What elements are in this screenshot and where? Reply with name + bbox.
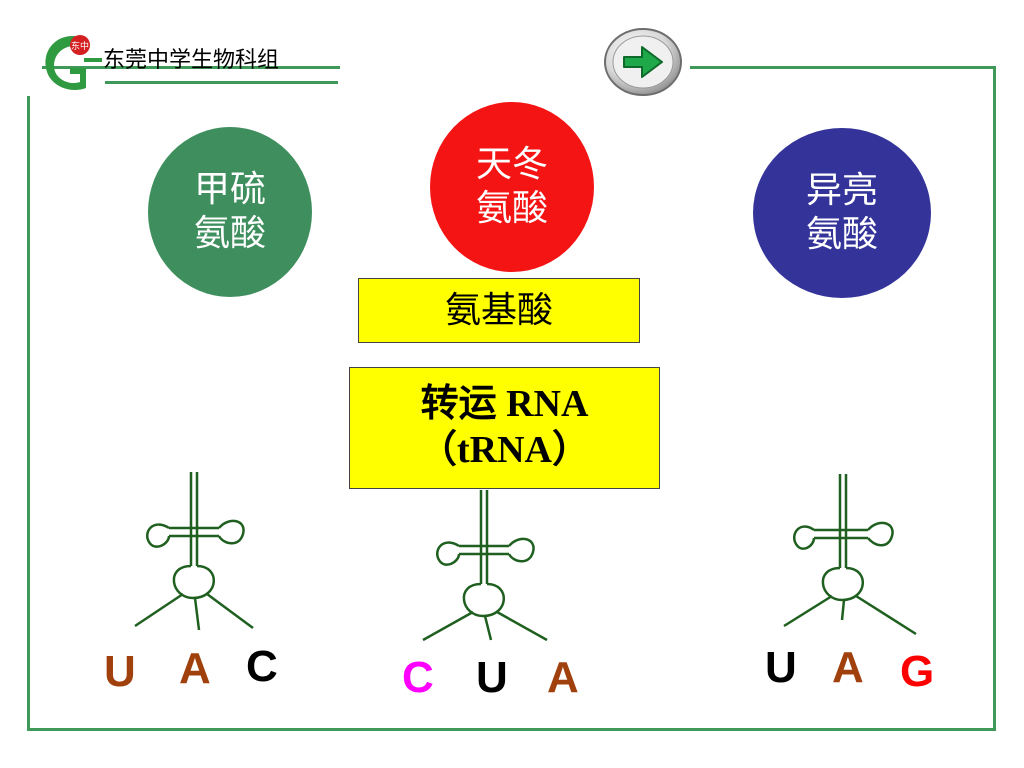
trna-diagram-2	[422, 490, 548, 642]
amino-acid-aspartic: 天冬 氨酸	[430, 102, 594, 272]
anticodon-1-base-2: A	[179, 644, 211, 693]
amino-acid-label-line1: 异亮	[805, 170, 878, 211]
amino-acid-methionine: 甲硫 氨酸	[148, 127, 312, 297]
amino-acid-isoleucine: 异亮 氨酸	[753, 128, 931, 298]
anticodon-1-base-3: C	[246, 642, 278, 691]
school-name: 东莞中学生物科组	[103, 48, 280, 73]
trna-label-line2: （tRNA）	[419, 429, 590, 471]
anticodon-2-base-1: C	[402, 653, 434, 702]
anticodon-3-base-2: A	[832, 643, 864, 692]
amino-acid-label-box: 氨基酸	[358, 278, 640, 343]
anticodon-1-base-1: U	[104, 647, 136, 696]
anticodon-2-base-3: A	[547, 653, 579, 702]
amino-acid-label-line1: 甲硫	[193, 169, 266, 210]
header-underline	[105, 81, 338, 84]
amino-acid-label-line2: 氨酸	[805, 214, 878, 255]
trna-diagram-1	[134, 472, 254, 631]
amino-acid-label-line2: 氨酸	[475, 188, 548, 229]
trna-label-line1: 转运 RNA	[420, 383, 589, 425]
logo-badge-text: 东中	[71, 40, 89, 52]
anticodon-2-base-2: U	[476, 653, 508, 702]
anticodon-3-base-3: G	[900, 647, 935, 696]
arrow-right-icon	[623, 46, 663, 78]
trna-label-box: 转运 RNA （tRNA）	[349, 367, 660, 489]
frame-gap	[340, 60, 690, 74]
anticodon-3-base-1: U	[765, 643, 797, 692]
amino-acid-label-line1: 天冬	[475, 144, 548, 185]
school-logo: 东中	[45, 35, 102, 90]
frame-gap-left	[20, 60, 42, 96]
amino-acid-label-line2: 氨酸	[193, 213, 266, 254]
trna-diagram-3	[783, 474, 917, 636]
next-button[interactable]	[602, 26, 684, 98]
